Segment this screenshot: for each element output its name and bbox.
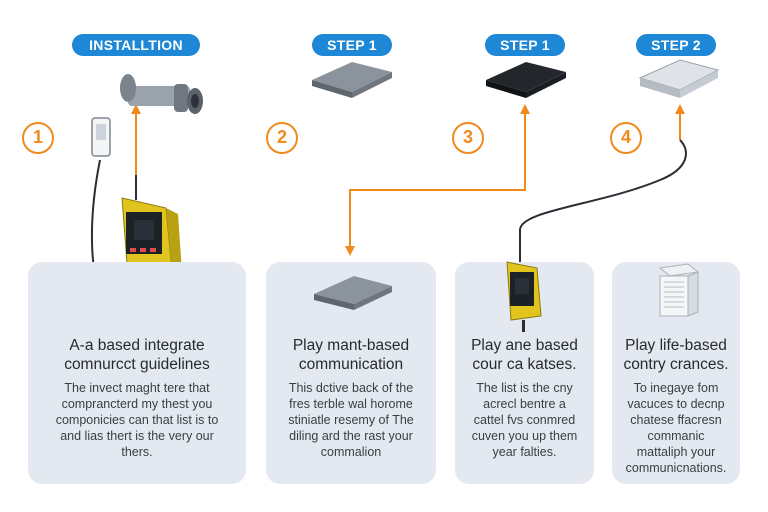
card-description: The invect maght tere that comprancterd … — [55, 381, 219, 459]
card-description: This dctive back of the fres terble wal … — [288, 381, 414, 459]
card-step2: Play life-based contry crances. To inega… — [612, 262, 740, 484]
step-pill-step1-b: STEP 1 — [485, 34, 565, 56]
card-description: To inegaye fom vacuces to decnp chatese … — [625, 381, 727, 475]
wall-sensor-icon — [91, 117, 111, 157]
server-unit-icon — [658, 263, 700, 317]
step-number-4: 4 — [610, 122, 642, 154]
step-pill-step1-a: STEP 1 — [312, 34, 392, 56]
plate-grey-small-icon — [314, 276, 392, 310]
arrowhead-step2 — [675, 104, 685, 114]
cable-step4 — [519, 139, 687, 231]
plate-grey-icon — [312, 62, 392, 98]
card-step1-b: Play ane based cour ca katses. The list … — [455, 261, 594, 484]
connector-step1-to-card2 — [349, 112, 526, 248]
arrowhead-step1b — [520, 104, 530, 114]
plate-black-icon — [486, 62, 566, 98]
step-number-3: 3 — [452, 122, 484, 154]
pipe-icon — [120, 74, 203, 114]
step-pill-installation: INSTALLTION — [72, 34, 200, 56]
controller-device-icon — [121, 197, 182, 277]
arrowhead-install — [131, 104, 141, 114]
connector-lines — [135, 112, 681, 248]
card-title: Play mant-based communication — [292, 337, 410, 373]
arrowheads — [131, 104, 685, 256]
card-title: A-a based integrate comnurcct guidelines — [64, 337, 210, 373]
card-title: Play life-based contry crances. — [623, 337, 729, 373]
arrowhead-card2 — [345, 246, 355, 256]
controller-device-small-icon — [506, 261, 542, 332]
step-pill-step2: STEP 2 — [636, 34, 716, 56]
card-title: Play ane based cour ca katses. — [471, 337, 578, 373]
step-number-1: 1 — [22, 122, 54, 154]
plate-light-icon — [638, 59, 720, 98]
card-description: The list is the cny acrecl bentre a catt… — [471, 381, 578, 459]
step-number-2: 2 — [266, 122, 298, 154]
card-installation: A-a based integrate comnurcct guidelines… — [28, 262, 246, 484]
card-step1-a: Play mant-based communication This dctiv… — [266, 262, 436, 484]
